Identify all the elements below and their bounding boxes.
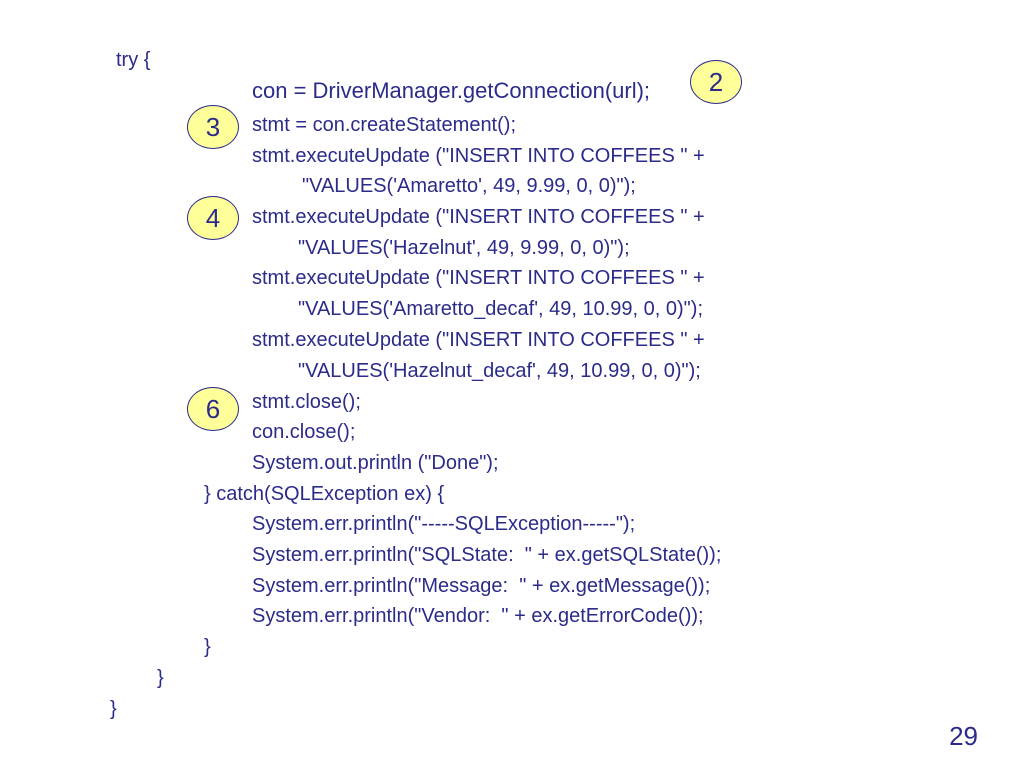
code-line: stmt.executeUpdate ("INSERT INTO COFFEES… [252, 267, 705, 289]
callout-3: 3 [187, 105, 239, 149]
code-line: } [110, 698, 117, 720]
code-line: System.err.println("Message: " + ex.getM… [252, 575, 711, 597]
callout-6: 6 [187, 387, 239, 431]
callout-4: 4 [187, 196, 239, 240]
code-line: "VALUES('Amaretto_decaf', 49, 10.99, 0, … [298, 298, 703, 320]
code-line: stmt.executeUpdate ("INSERT INTO COFFEES… [252, 206, 705, 228]
code-line: "VALUES('Hazelnut_decaf', 49, 10.99, 0, … [298, 360, 701, 382]
code-line: "VALUES('Hazelnut', 49, 9.99, 0, 0)"); [298, 237, 630, 259]
code-line: } [157, 667, 164, 689]
code-line: } catch(SQLException ex) { [204, 483, 445, 505]
code-line: try { [116, 49, 151, 71]
code-line: con.close(); [252, 421, 356, 443]
code-line: con = DriverManager.getConnection(url); [252, 78, 651, 103]
code-line: stmt.close(); [252, 391, 361, 413]
code-line: System.err.println("-----SQLException---… [252, 513, 636, 535]
code-line: stmt.executeUpdate ("INSERT INTO COFFEES… [252, 329, 705, 351]
code-line: System.err.println("SQLState: " + ex.get… [252, 544, 722, 566]
code-line: System.err.println("Vendor: " + ex.getEr… [252, 605, 704, 627]
code-line: stmt = con.createStatement(); [252, 114, 516, 136]
callout-2: 2 [690, 60, 742, 104]
code-line: System.out.println ("Done"); [252, 452, 499, 474]
code-line: } [204, 636, 211, 658]
code-line: "VALUES('Amaretto', 49, 9.99, 0, 0)"); [302, 175, 636, 197]
page-number: 29 [949, 721, 978, 751]
code-line: stmt.executeUpdate ("INSERT INTO COFFEES… [252, 145, 705, 167]
